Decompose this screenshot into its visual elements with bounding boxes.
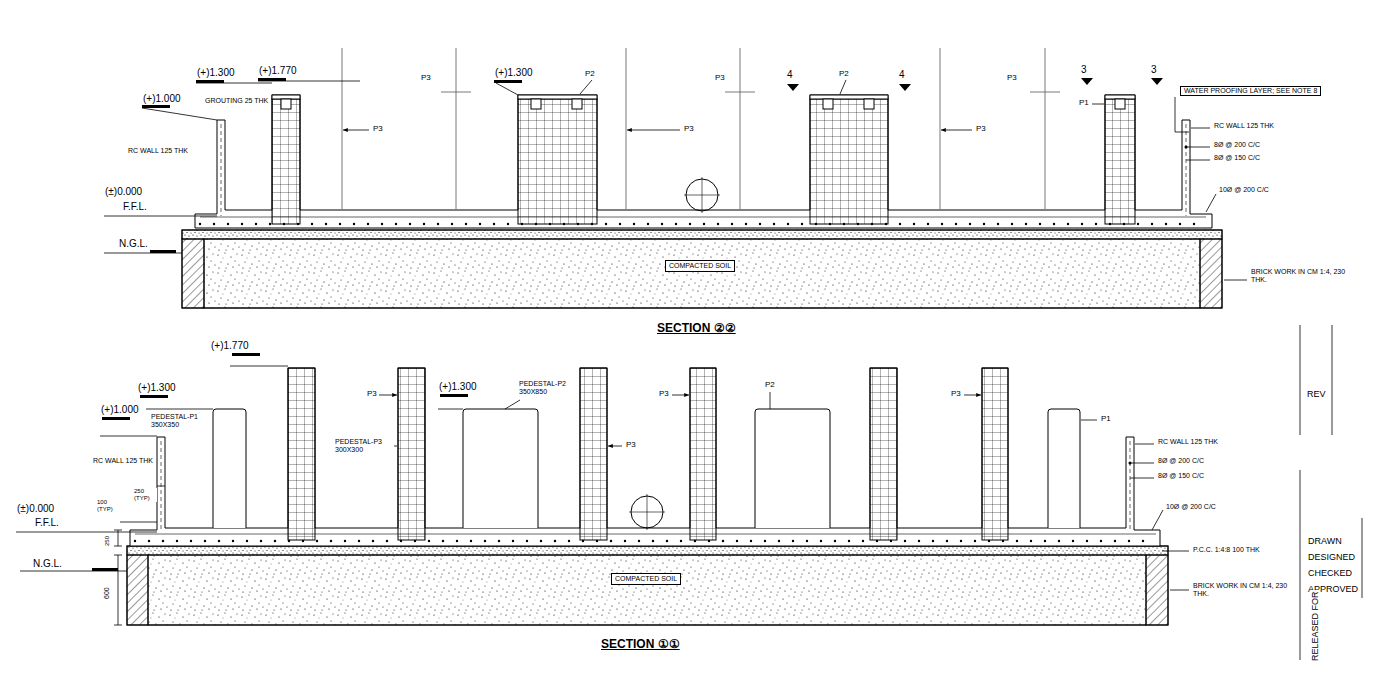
annotation-text: 3 bbox=[1080, 64, 1088, 76]
annotation-text: PEDESTAL-P3 300X300 bbox=[334, 438, 394, 454]
soil-tag: COMPACTED SOIL bbox=[611, 573, 681, 585]
annotation-text: (±)0.000 bbox=[104, 186, 143, 198]
annotation-text: (+)1.000 bbox=[100, 404, 140, 416]
annotation-text: BRICK WORK IN CM 1:4, 230 THK. bbox=[1192, 582, 1289, 598]
annotation-text: P3 bbox=[420, 73, 432, 82]
annotation-text: N.G.L. bbox=[118, 238, 149, 250]
annotation-text: DRAWN bbox=[1307, 536, 1343, 546]
annotation-text: P3 bbox=[658, 389, 670, 398]
annotation-text: 8Ø @ 200 C/C bbox=[1157, 457, 1205, 465]
annotation-text: P2 bbox=[764, 380, 776, 389]
annotation-text: 10Ø @ 200 C/C bbox=[1218, 186, 1270, 194]
annotation-text: P.C.C. 1:4:8 100 THK bbox=[1192, 546, 1261, 554]
node-text: COMPACTED SOIL bbox=[669, 262, 731, 269]
annotation-text: P3 bbox=[975, 124, 987, 133]
annotation-text: P3 bbox=[1006, 73, 1018, 82]
annotation-text: P1 bbox=[1078, 98, 1090, 107]
annotation-text: P3 bbox=[714, 73, 726, 82]
annotation-text: P3 bbox=[372, 124, 384, 133]
annotation-text: (+)1.300 bbox=[438, 381, 478, 393]
annotation-text: 250 (TYP) bbox=[133, 488, 157, 502]
annotation-text: PEDESTAL-P2 350X850 bbox=[518, 380, 578, 396]
annotation-text: REV bbox=[1306, 389, 1327, 399]
section-title: SECTION ①① bbox=[600, 638, 681, 652]
annotation-text: 8Ø @ 150 C/C bbox=[1213, 154, 1261, 162]
annotation-text: (+)1.770 bbox=[258, 65, 298, 77]
annotation-text: P3 bbox=[683, 124, 695, 133]
annotation-text: F.F.L. bbox=[122, 201, 148, 213]
annotation-text: (+)1.770 bbox=[210, 340, 250, 352]
annotation-text: (+)1.300 bbox=[137, 382, 177, 394]
annotation-text: PEDESTAL-P1 350X350 bbox=[150, 413, 210, 429]
annotation-text: 10Ø @ 200 C/C bbox=[1165, 503, 1217, 511]
annotation-text: 8Ø @ 200 C/C bbox=[1213, 141, 1261, 149]
annotation-text: (+)1.300 bbox=[196, 67, 236, 79]
annotation-text: (+)1.000 bbox=[142, 93, 182, 105]
node-text: COMPACTED SOIL bbox=[615, 575, 677, 582]
annotation-text: (+)1.300 bbox=[494, 67, 534, 79]
annotation-text: RC WALL 125 THK bbox=[1213, 122, 1275, 130]
annotation-text: P3 bbox=[950, 389, 962, 398]
annotation-text: P2 bbox=[584, 69, 596, 78]
annotation-text: 4 bbox=[898, 69, 906, 81]
annotation-text: 600 bbox=[103, 586, 111, 600]
annotation-text: (±)0.000 bbox=[16, 503, 55, 515]
annotation-text: P3 bbox=[366, 389, 378, 398]
annotation-text: P2 bbox=[838, 69, 850, 78]
annotation-text: P1 bbox=[1100, 414, 1112, 423]
annotation-text: 8Ø @ 150 C/C bbox=[1157, 472, 1205, 480]
annotation-text: DESIGNED bbox=[1307, 552, 1356, 562]
annotation-text: 250 bbox=[104, 535, 111, 547]
annotation-text: WATER PROOFING LAYER; SEE NOTE 8 bbox=[1180, 86, 1321, 96]
section-title: SECTION ②② bbox=[656, 322, 737, 336]
annotation-text: 100 (TYP) bbox=[96, 499, 120, 513]
annotation-text: RC WALL 125 THK bbox=[1157, 438, 1219, 446]
annotation-text: F.F.L. bbox=[34, 517, 60, 529]
annotation-text: N.G.L. bbox=[32, 558, 63, 570]
annotation-text: RC WALL 125 THK bbox=[92, 457, 154, 465]
soil-tag: COMPACTED SOIL bbox=[665, 260, 735, 272]
annotation-text: RC WALL 125 THK bbox=[127, 147, 189, 155]
annotation-text: GROUTING 25 THK bbox=[204, 97, 269, 105]
annotation-text: 3 bbox=[1150, 64, 1158, 76]
annotation-text: BRICK WORK IN CM 1:4, 230 THK. bbox=[1250, 268, 1347, 284]
annotation-text: RELEASED FOR bbox=[1310, 590, 1320, 662]
annotation-text: 4 bbox=[786, 69, 794, 81]
annotation-text: CHECKED bbox=[1307, 568, 1353, 578]
annotation-text: P3 bbox=[625, 440, 637, 449]
